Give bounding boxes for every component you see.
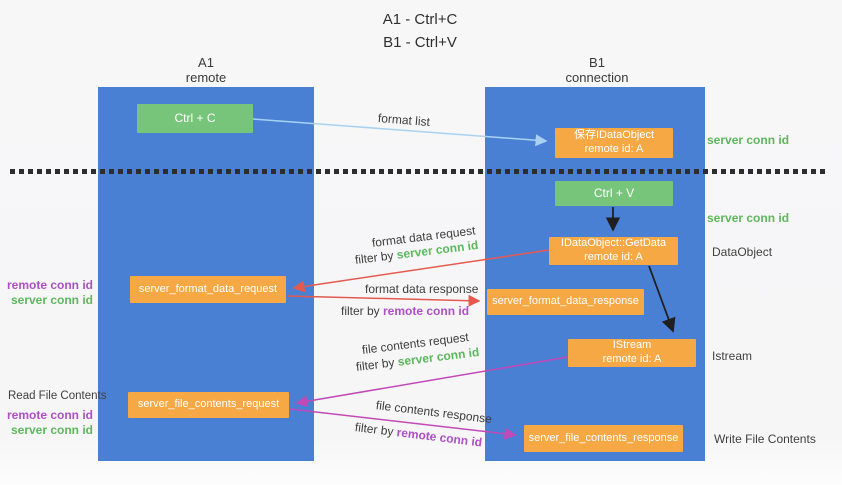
node-ctrl-c: Ctrl + C: [137, 104, 253, 133]
save-idataobject-line2: remote id: A: [584, 143, 644, 155]
server-conn-id-label: server conn id: [10, 293, 93, 307]
title-line-2: B1 - Ctrl+V: [383, 33, 457, 51]
diagram-title: A1 - Ctrl+C B1 - Ctrl+V: [330, 9, 510, 54]
remote-conn-id-label: remote conn id: [6, 278, 93, 292]
node-save-idataobject: 保存IDataObject remote id: A: [555, 128, 673, 158]
side-label-istream: Istream: [712, 349, 753, 363]
remote-conn-id-text: remote conn id: [395, 425, 483, 450]
remote-conn-id-label: remote conn id: [6, 408, 93, 422]
format-request-label: server_format_data_request: [138, 282, 278, 295]
node-file-request: server_file_contents_request: [128, 392, 289, 418]
section-divider: [10, 169, 826, 174]
edge-label-file-contents-response: file contents response: [375, 398, 493, 427]
filter-by-text: filter by: [354, 247, 398, 267]
save-idataobject-line1: 保存IDataObject: [573, 129, 655, 142]
edge-label-filter-remote-1: filter by remote conn id: [341, 304, 469, 318]
lane-header-a1: A1 remote: [98, 55, 314, 86]
side-label-write-file-contents: Write File Contents: [714, 432, 816, 446]
node-istream: IStream remote id: A: [568, 339, 696, 367]
lane-a1-role: remote: [185, 69, 227, 85]
istream-line1: IStream: [612, 339, 652, 352]
lane-b1-name: B1: [589, 55, 605, 70]
ctrl-c-label: Ctrl + C: [174, 111, 216, 125]
node-format-request: server_format_data_request: [130, 276, 286, 303]
filter-by-text: filter by: [341, 304, 384, 318]
server-conn-id-label: server conn id: [10, 423, 93, 437]
remote-conn-id-text: remote conn id: [383, 304, 470, 318]
left-conn-group-1: remote conn id server conn id: [0, 278, 93, 308]
filter-by-text: filter by: [354, 420, 398, 440]
filter-by-text: filter by: [355, 354, 399, 374]
edge-label-filter-remote-2: filter by remote conn id: [354, 420, 483, 449]
ctrl-v-label: Ctrl + V: [593, 186, 635, 200]
lane-a1-name: A1: [198, 55, 214, 70]
side-label-server-conn-top: server conn id: [707, 133, 790, 147]
title-line-1: A1 - Ctrl+C: [382, 11, 458, 28]
lane-b1-role: connection: [565, 69, 629, 85]
file-response-label: server_file_contents_response: [528, 431, 679, 444]
lane-header-b1: B1 connection: [487, 55, 707, 86]
node-ctrl-v: Ctrl + V: [555, 181, 673, 206]
node-format-response: server_format_data_response: [487, 289, 644, 315]
file-request-label: server_file_contents_request: [137, 398, 280, 411]
side-label-dataobject: DataObject: [712, 245, 773, 259]
format-data-response-arrow: [287, 294, 481, 307]
edge-label-format-data-response: format data response: [365, 282, 479, 296]
left-conn-group-2: remote conn id server conn id: [0, 408, 93, 438]
getdata-line1: IDataObject::GetData: [560, 237, 667, 250]
format-response-label: server_format_data_response: [492, 295, 639, 308]
getdata-line2: remote id: A: [584, 251, 643, 263]
edge-label-format-list: format list: [377, 111, 431, 130]
side-label-read-file-contents: Read File Contents: [8, 390, 107, 402]
node-file-response: server_file_contents_response: [524, 425, 683, 452]
side-label-server-conn-mid: server conn id: [707, 211, 790, 225]
node-getdata: IDataObject::GetData remote id: A: [549, 237, 678, 265]
istream-line2: remote id: A: [602, 353, 662, 365]
